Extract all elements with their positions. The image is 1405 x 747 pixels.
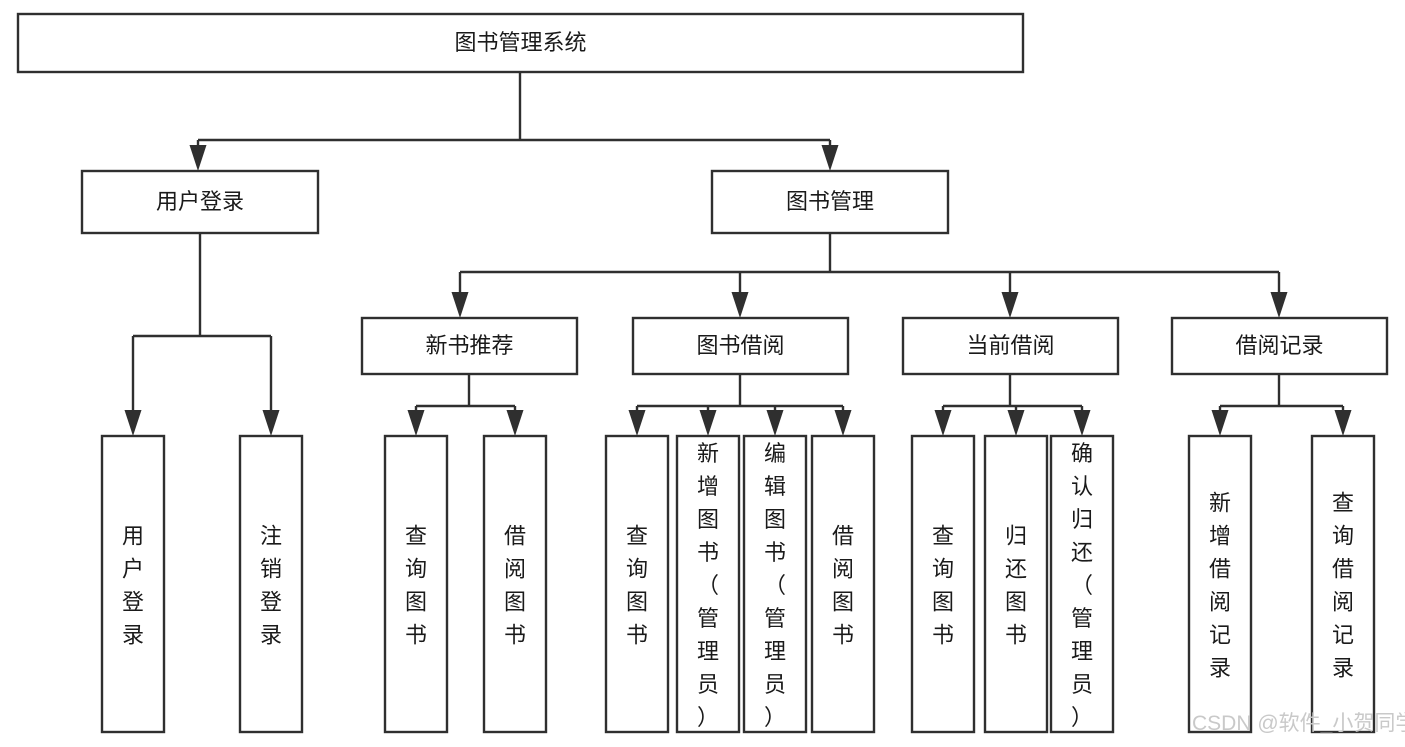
node-leaf-10[interactable]: 确认归还（管理员） — [1049, 434, 1115, 734]
node-leaf-12[interactable]: 查询借阅记录 — [1310, 434, 1376, 734]
arrow-head-icon — [124, 410, 142, 436]
node-label: 查询图书 — [626, 524, 648, 648]
arrow-head-icon — [1073, 410, 1091, 436]
node-label: 查询图书 — [405, 524, 427, 648]
arrow-head-icon — [1334, 410, 1352, 436]
connector-new-book-to-leaves — [407, 374, 524, 436]
arrow-head-icon — [699, 410, 717, 436]
node-label: 图书管理 — [786, 189, 874, 214]
node-box[interactable] — [482, 434, 548, 734]
node-label: 新增借阅记录 — [1209, 491, 1231, 681]
node-label: 查询图书 — [932, 524, 954, 648]
node-root[interactable]: 图书管理系统 — [16, 12, 1025, 74]
node-box[interactable] — [710, 169, 950, 235]
arrow-head-icon — [934, 410, 952, 436]
node-box[interactable] — [100, 434, 166, 734]
node-level2-0[interactable]: 用户登录 — [80, 169, 320, 235]
arrow-head-icon — [407, 410, 425, 436]
node-leaf-7[interactable]: 借阅图书 — [810, 434, 876, 734]
arrow-head-icon — [189, 145, 207, 171]
node-leaf-9[interactable]: 归还图书 — [983, 434, 1049, 734]
arrow-head-icon — [1007, 410, 1025, 436]
node-box[interactable] — [901, 316, 1120, 376]
node-label: 注销登录 — [260, 524, 282, 648]
arrow-head-icon — [834, 410, 852, 436]
arrow-head-icon — [262, 410, 280, 436]
node-box[interactable] — [238, 434, 304, 734]
arrow-head-icon — [1270, 292, 1288, 318]
connector-user-login-to-leaves — [124, 233, 280, 436]
watermark-layer: CSDN @软件_小贺同学 — [1192, 712, 1405, 735]
connectors-layer — [124, 72, 1352, 436]
node-level3-3[interactable]: 借阅记录 — [1170, 316, 1389, 376]
node-box[interactable] — [1187, 434, 1253, 734]
connector-book-mgmt-to-level3 — [451, 233, 1288, 318]
node-box[interactable] — [742, 434, 808, 734]
node-box[interactable] — [360, 316, 579, 376]
node-box[interactable] — [675, 434, 741, 734]
node-label: 新书推荐 — [425, 333, 513, 358]
connector-borrow-to-leaves — [628, 374, 852, 436]
node-label: 用户登录 — [156, 189, 244, 214]
node-leaf-11[interactable]: 新增借阅记录 — [1187, 434, 1253, 734]
node-leaf-0[interactable]: 用户登录 — [100, 434, 166, 734]
node-label: 编辑图书（管理员） — [764, 441, 786, 730]
node-label: 确认归还（管理员） — [1071, 441, 1093, 730]
arrow-head-icon — [1001, 292, 1019, 318]
arrow-head-icon — [821, 145, 839, 171]
node-level3-0[interactable]: 新书推荐 — [360, 316, 579, 376]
node-box[interactable] — [383, 434, 449, 734]
watermark: CSDN @软件_小贺同学 — [1192, 712, 1405, 735]
arrow-head-icon — [506, 410, 524, 436]
node-label: 当前借阅 — [966, 333, 1054, 358]
node-label: 查询借阅记录 — [1332, 491, 1354, 681]
node-box[interactable] — [631, 316, 850, 376]
node-label: 新增图书（管理员） — [697, 441, 719, 730]
node-leaf-3[interactable]: 借阅图书 — [482, 434, 548, 734]
connector-current-borrow-to-leaves — [934, 374, 1091, 436]
node-box[interactable] — [983, 434, 1049, 734]
node-leaf-1[interactable]: 注销登录 — [238, 434, 304, 734]
node-leaf-8[interactable]: 查询图书 — [910, 434, 976, 734]
node-level3-1[interactable]: 图书借阅 — [631, 316, 850, 376]
arrow-head-icon — [766, 410, 784, 436]
node-box[interactable] — [80, 169, 320, 235]
node-box[interactable] — [1310, 434, 1376, 734]
node-level2-1[interactable]: 图书管理 — [710, 169, 950, 235]
arrow-head-icon — [1211, 410, 1229, 436]
node-leaf-6[interactable]: 编辑图书（管理员） — [742, 434, 808, 734]
node-label: 借阅图书 — [832, 524, 854, 648]
node-box[interactable] — [910, 434, 976, 734]
nodes-layer: 图书管理系统用户登录图书管理新书推荐图书借阅当前借阅借阅记录用户登录注销登录查询… — [16, 12, 1389, 734]
node-box[interactable] — [1170, 316, 1389, 376]
connector-records-to-leaves — [1211, 374, 1352, 436]
arrow-head-icon — [451, 292, 469, 318]
node-box[interactable] — [810, 434, 876, 734]
node-box[interactable] — [1049, 434, 1115, 734]
node-label: 图书管理系统 — [454, 30, 586, 55]
node-label: 用户登录 — [122, 524, 144, 648]
node-leaf-2[interactable]: 查询图书 — [383, 434, 449, 734]
node-label: 借阅记录 — [1235, 333, 1323, 358]
node-label: 归还图书 — [1005, 524, 1027, 648]
connector-root-to-level2 — [189, 72, 839, 171]
arrow-head-icon — [731, 292, 749, 318]
arrow-head-icon — [628, 410, 646, 436]
node-box[interactable] — [16, 12, 1025, 74]
node-leaf-5[interactable]: 新增图书（管理员） — [675, 434, 741, 734]
node-box[interactable] — [604, 434, 670, 734]
node-level3-2[interactable]: 当前借阅 — [901, 316, 1120, 376]
node-label: 图书借阅 — [696, 333, 784, 358]
node-leaf-4[interactable]: 查询图书 — [604, 434, 670, 734]
node-label: 借阅图书 — [504, 524, 526, 648]
